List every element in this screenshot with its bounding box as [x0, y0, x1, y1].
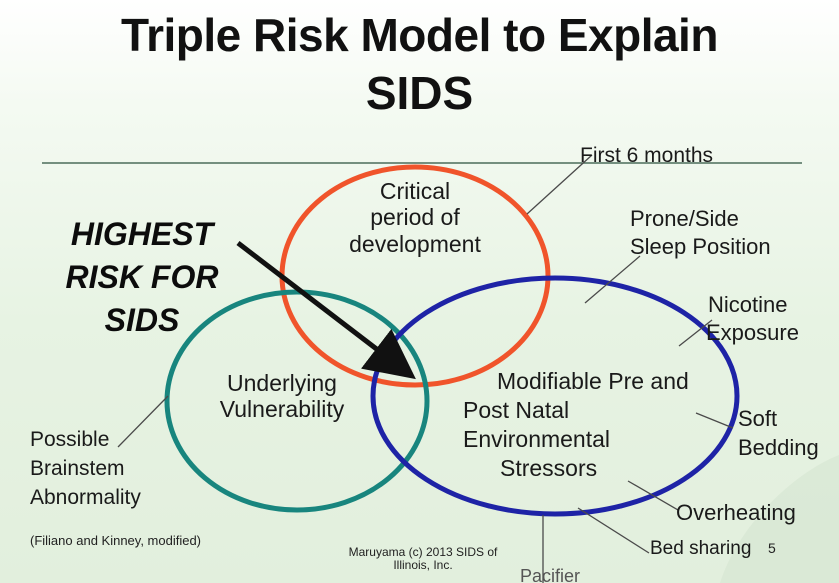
copyright-text: Maruyama (c) 2013 SIDS of Illinois, Inc. — [298, 545, 548, 573]
critical-label-line-1: Critical — [379, 178, 451, 204]
brainstem-leader — [117, 395, 169, 448]
nicotine-label-line-1: Nicotine — [708, 292, 788, 317]
slide-title-line-2: SIDS — [365, 67, 474, 119]
stressors-label-line-1: Modifiable Pre and — [497, 368, 689, 394]
pacifier-label: Pacifier — [520, 566, 581, 583]
critical-period-label: Critical period of development — [335, 178, 495, 257]
first-6-months-label: First 6 months — [580, 144, 714, 167]
highest-risk-label-line-1: HIGHEST — [70, 216, 214, 252]
prone-side-label-line-2: Sleep Position — [630, 234, 771, 259]
brainstem-label-line-1: Possible — [30, 428, 110, 451]
highest-risk-label-line-3: SIDS — [104, 302, 180, 338]
nicotine-leader — [678, 319, 713, 347]
brainstem-label-line-2: Brainstem — [30, 457, 125, 480]
prone-side-label-line-1: Prone/Side — [630, 206, 739, 231]
slide-number: 5 — [768, 540, 776, 556]
first-6-months-leader — [526, 154, 593, 215]
vulnerability-label-line-1: Underlying — [227, 370, 337, 396]
slide-title-line-1: Triple Risk Model to Explain — [121, 9, 718, 61]
critical-label-line-3: development — [349, 230, 481, 257]
vulnerability-label-line-2: Vulnerability — [219, 396, 345, 423]
stressors-label-line-2: Post Natal — [463, 397, 570, 423]
copyright-line-2: Illinois, Inc. — [393, 558, 453, 573]
bed-sharing-label: Bed sharing — [650, 538, 752, 559]
prone-side-leader — [584, 255, 641, 304]
citation-text: (Filiano and Kinney, modified) — [30, 533, 202, 548]
underlying-vulnerability-circle — [164, 289, 430, 513]
soft-bedding-label-line-2: Bedding — [738, 435, 819, 460]
overheating-label: Overheating — [676, 500, 796, 525]
highest-risk-arrow — [236, 241, 416, 380]
modifiable-stressors-circle — [370, 275, 740, 517]
stressors-label-line-3: Environmental — [463, 426, 611, 452]
bed-sharing-leader — [577, 507, 650, 554]
stressors-label-line-4: Stressors — [500, 455, 598, 481]
overheating-leader — [627, 480, 679, 511]
critical-label-line-2: period of — [370, 204, 460, 231]
soft-bedding-leader — [695, 412, 734, 429]
soft-bedding-label-line-1: Soft — [738, 406, 778, 431]
copyright-line-1: Maruyama (c) 2013 SIDS of — [348, 545, 498, 559]
vulnerability-label: Underlying Vulnerability — [202, 370, 362, 423]
highest-risk-label-line-2: RISK FOR — [65, 259, 219, 295]
decorative-background-shape — [720, 455, 839, 583]
nicotine-label-line-2: Exposure — [706, 320, 799, 345]
brainstem-label-line-3: Abnormality — [30, 486, 141, 509]
